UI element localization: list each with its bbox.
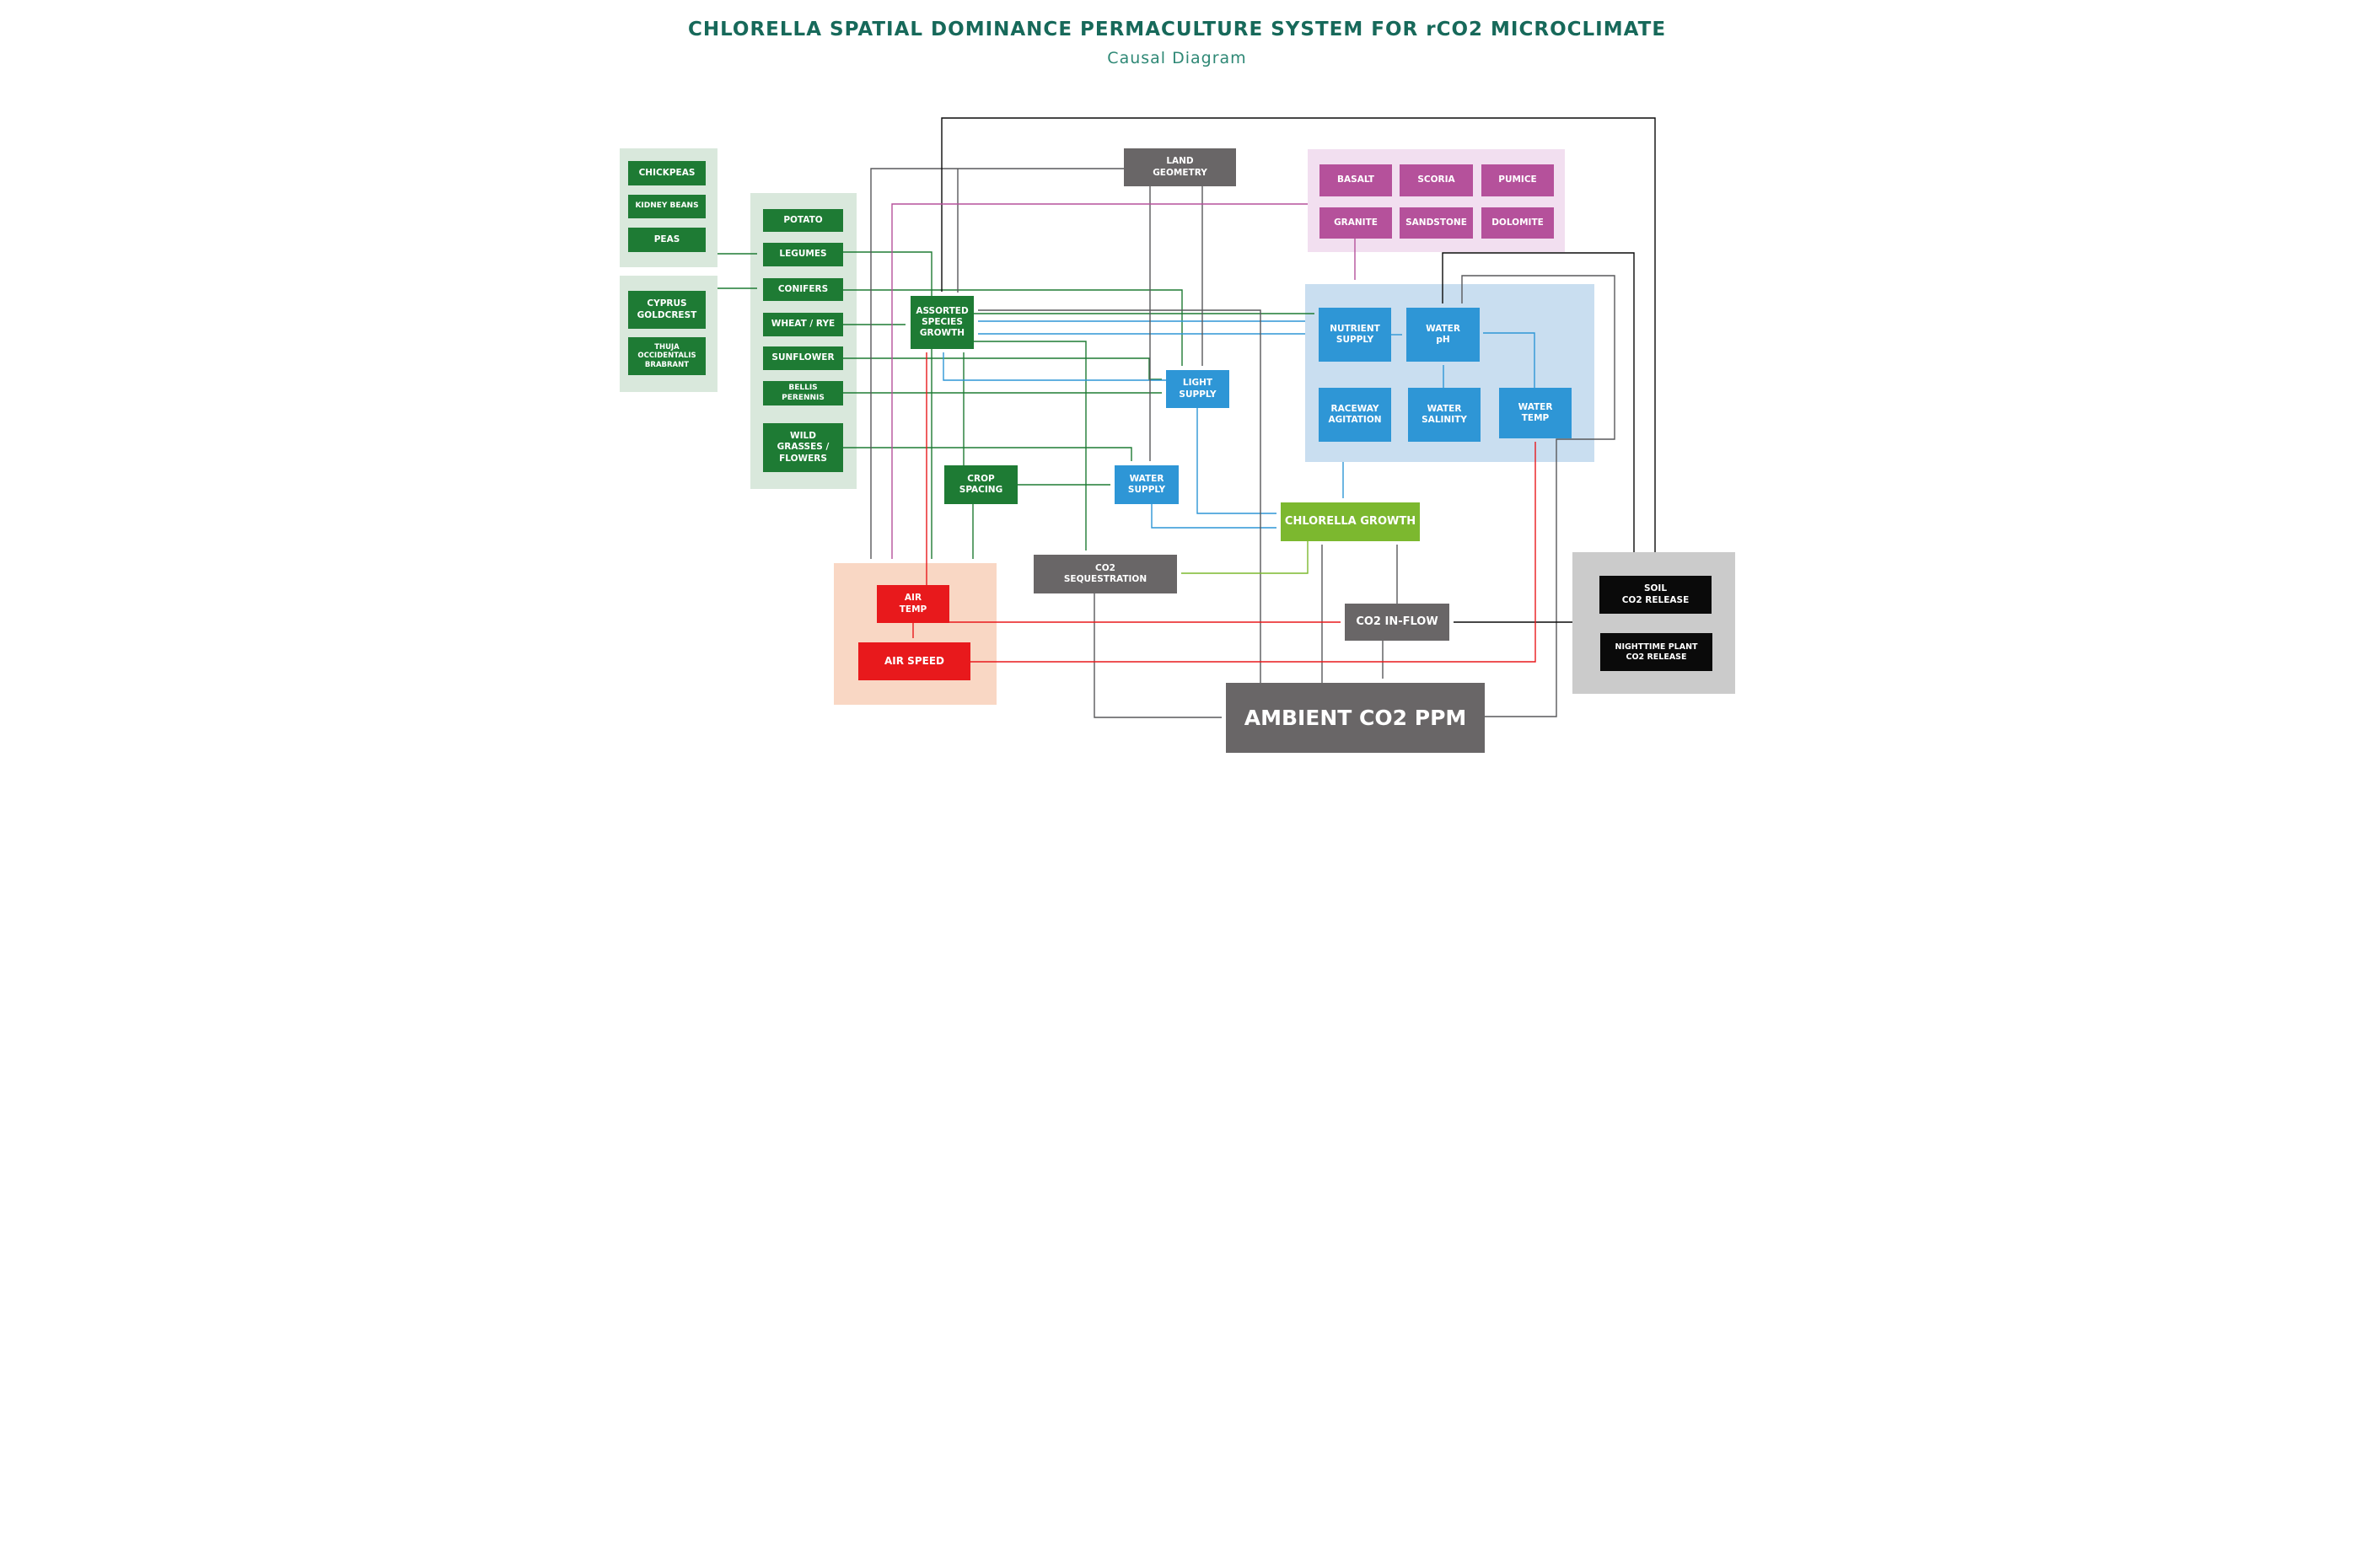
node-chickpeas: CHICKPEAS bbox=[628, 161, 706, 185]
node-water-supply: WATER SUPPLY bbox=[1115, 465, 1179, 504]
node-cyprus-goldcrest: CYPRUS GOLDCREST bbox=[628, 291, 706, 329]
edge-chlorella-co2seq bbox=[1181, 541, 1309, 574]
node-sandstone: SANDSTONE bbox=[1400, 207, 1473, 239]
node-basalt: BASALT bbox=[1319, 164, 1392, 196]
node-kidney-beans: KIDNEY BEANS bbox=[628, 195, 706, 218]
node-wild-grasses: WILD GRASSES / FLOWERS bbox=[763, 423, 843, 472]
edge-conifers-lightsupply bbox=[843, 289, 1183, 366]
node-conifers: CONIFERS bbox=[763, 278, 843, 301]
node-co2-inflow: CO2 IN-FLOW bbox=[1345, 604, 1449, 641]
node-soil-co2-release: SOIL CO2 RELEASE bbox=[1599, 576, 1712, 614]
node-granite: GRANITE bbox=[1319, 207, 1392, 239]
node-raceway-agitation: RACEWAY AGITATION bbox=[1319, 388, 1391, 442]
node-sunflower: SUNFLOWER bbox=[763, 346, 843, 370]
node-legumes: LEGUMES bbox=[763, 243, 843, 266]
node-light-supply: LIGHT SUPPLY bbox=[1166, 370, 1229, 408]
node-crop-spacing: CROP SPACING bbox=[944, 465, 1018, 504]
causal-diagram-canvas: CHLORELLA SPATIAL DOMINANCE PERMACULTURE… bbox=[588, 0, 1766, 784]
node-air-temp: AIR TEMP bbox=[877, 585, 949, 623]
page-subtitle: Causal Diagram bbox=[1107, 49, 1247, 67]
node-chlorella-growth: CHLORELLA GROWTH bbox=[1281, 502, 1420, 541]
node-water-temp: WATER TEMP bbox=[1499, 388, 1572, 438]
edge-rocks-airgroup bbox=[891, 203, 1308, 559]
node-water-salinity: WATER SALINITY bbox=[1408, 388, 1481, 442]
node-potato: POTATO bbox=[763, 209, 843, 232]
soil-group bbox=[1572, 552, 1735, 694]
node-nutrient-supply: NUTRIENT SUPPLY bbox=[1319, 308, 1391, 362]
node-nighttime-plant-co2-release: NIGHTTIME PLANT CO2 RELEASE bbox=[1600, 633, 1712, 671]
edge-airspeed-watertemp bbox=[970, 442, 1536, 663]
edge-assorted-co2seq bbox=[974, 341, 1087, 550]
page-title: CHLORELLA SPATIAL DOMINANCE PERMACULTURE… bbox=[687, 19, 1667, 40]
node-air-speed: AIR SPEED bbox=[858, 642, 970, 680]
node-bellis-perennis: BELLIS PERENNIS bbox=[763, 381, 843, 405]
node-ambient-co2-ppm: AMBIENT CO2 PPM bbox=[1226, 683, 1485, 753]
edge-co2seq-ambient bbox=[1094, 593, 1222, 718]
node-co2-sequestration: CO2 SEQUESTRATION bbox=[1034, 555, 1177, 593]
edge-lightsupply-assorted bbox=[943, 352, 1166, 381]
edge-watersupply-chlorella bbox=[1151, 504, 1276, 529]
edge-sunflower-lightsupply bbox=[843, 357, 1162, 380]
edge-wildgrasses-watersupply bbox=[843, 447, 1132, 461]
node-dolomite: DOLOMITE bbox=[1481, 207, 1554, 239]
node-pumice: PUMICE bbox=[1481, 164, 1554, 196]
node-thuja: THUJA OCCIDENTALIS BRABRANT bbox=[628, 337, 706, 375]
node-scoria: SCORIA bbox=[1400, 164, 1473, 196]
node-peas: PEAS bbox=[628, 228, 706, 252]
node-water-ph: WATER pH bbox=[1406, 308, 1480, 362]
node-land-geometry: LAND GEOMETRY bbox=[1124, 148, 1236, 186]
node-wheat-rye: WHEAT / RYE bbox=[763, 313, 843, 336]
edge-lightsupply-chlorella bbox=[1196, 408, 1276, 514]
node-assorted-species-growth: ASSORTED SPECIES GROWTH bbox=[911, 296, 974, 349]
